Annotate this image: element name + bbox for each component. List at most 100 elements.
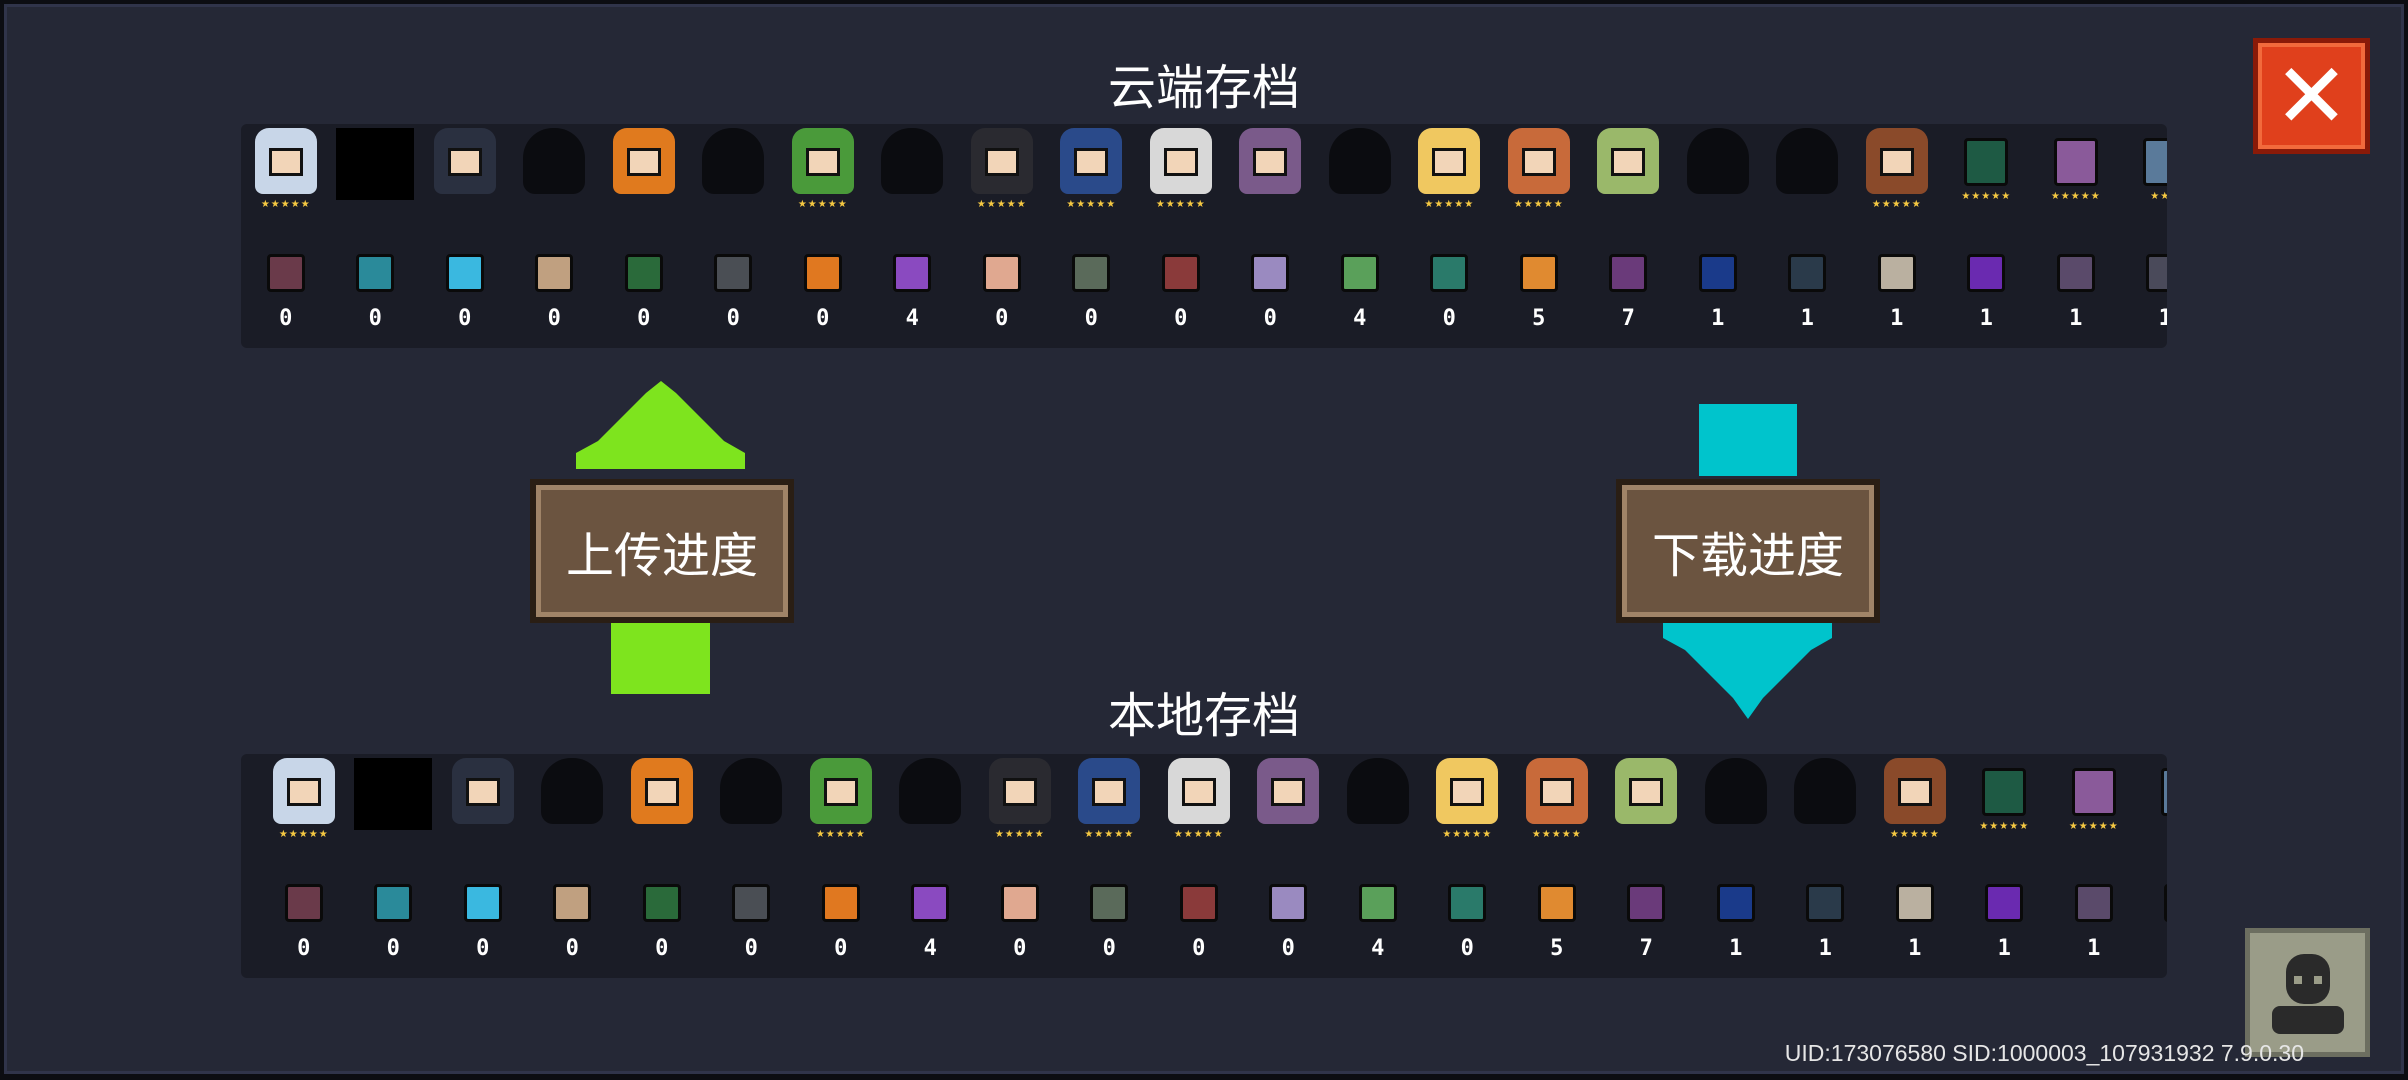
item-count: 1	[2158, 306, 2167, 331]
item-slot: 1	[1942, 254, 2032, 331]
character-slot	[1315, 128, 1405, 218]
item-count: 1	[2087, 936, 2101, 961]
character-slot	[689, 128, 779, 218]
character-face	[1271, 778, 1306, 806]
character-face	[644, 778, 679, 806]
item-icon	[1179, 884, 1218, 922]
star-rating: ★★★★★	[278, 829, 329, 840]
item-icon	[1519, 254, 1558, 292]
item-count: 1	[2069, 306, 2083, 331]
close-button[interactable]: ✕	[2253, 38, 2370, 154]
item-count: 0	[565, 936, 579, 961]
item-icon	[535, 254, 574, 292]
character-portrait	[1060, 128, 1123, 194]
character-face	[447, 148, 482, 176]
character-slot: ★★★★★	[1960, 758, 2050, 848]
character-face	[805, 148, 840, 176]
character-portrait	[881, 128, 944, 194]
item-icon	[1895, 884, 1934, 922]
character-portrait	[541, 758, 604, 824]
character-slot: ★★★	[2139, 758, 2167, 848]
uid-sid-version-text: UID:173076580 SID:1000003_107931932 7.9.…	[1784, 1040, 2304, 1066]
character-portrait	[1078, 758, 1141, 824]
item-icon	[553, 884, 592, 922]
item-slot: 0	[617, 884, 707, 961]
star-rating: ★★★★★	[1889, 829, 1940, 840]
character-portrait	[254, 128, 317, 194]
item-icon	[1269, 884, 1308, 922]
item-icon	[1537, 884, 1576, 922]
item-icon	[2056, 254, 2095, 292]
item-icon	[1788, 254, 1827, 292]
item-slot: 1	[2031, 254, 2121, 331]
item-slot: 0	[1226, 254, 1316, 331]
item-icon	[2053, 138, 2098, 186]
character-slot: ★★★★★	[1405, 128, 1495, 218]
character-portrait	[336, 128, 415, 200]
item-icon	[1806, 884, 1845, 922]
character-slot: ★★★★★	[1136, 128, 1226, 218]
item-icon	[1430, 254, 1469, 292]
character-slot: ★★★★★	[796, 758, 886, 848]
character-portrait	[1149, 128, 1212, 194]
download-progress-button[interactable]: 下载进度	[1616, 479, 1880, 623]
character-portrait	[1436, 758, 1499, 824]
character-slot: ★★★★★	[1512, 758, 1602, 848]
item-slot: 1	[2121, 254, 2167, 331]
character-face	[626, 148, 661, 176]
character-face	[1092, 778, 1127, 806]
character-slot	[617, 758, 707, 848]
character-face	[465, 778, 500, 806]
star-rating: ★★★	[2150, 191, 2167, 202]
character-slot: ★★★★★	[1852, 128, 1942, 218]
character-portrait	[1865, 128, 1928, 194]
item-count: 1	[1908, 936, 1922, 961]
character-face	[984, 148, 1019, 176]
item-slot: 1	[1763, 254, 1853, 331]
item-slot: 0	[349, 884, 439, 961]
item-icon	[2074, 884, 2113, 922]
character-portrait	[791, 128, 854, 194]
item-icon	[1000, 884, 1039, 922]
download-arrow-icon	[1663, 404, 1832, 719]
item-slot: 4	[868, 254, 958, 331]
item-slot: 0	[1154, 884, 1244, 961]
item-count: 4	[1371, 936, 1385, 961]
item-icon	[1967, 254, 2006, 292]
star-rating: ★★★★★	[1173, 829, 1224, 840]
character-slot	[1691, 758, 1781, 848]
upload-progress-button[interactable]: 上传进度	[530, 479, 794, 623]
item-slot: 0	[1405, 254, 1495, 331]
character-portrait	[612, 128, 675, 194]
item-slot: 1	[1673, 254, 1763, 331]
item-slot: 0	[420, 254, 510, 331]
item-slot: 7	[1602, 884, 1692, 961]
account-avatar-button[interactable]	[2245, 928, 2370, 1057]
character-portrait	[970, 128, 1033, 194]
item-count: 0	[655, 936, 669, 961]
item-slot: 0	[1047, 254, 1137, 331]
item-count: 5	[1532, 306, 1546, 331]
item-slot: 1	[1691, 884, 1781, 961]
character-slot	[1673, 128, 1763, 218]
character-slot: ★★★★★	[241, 128, 331, 218]
star-rating: ★★★★★	[1871, 199, 1922, 210]
item-count: 7	[1621, 306, 1635, 331]
item-icon	[642, 884, 681, 922]
item-count: 4	[1353, 306, 1367, 331]
upload-arrow-icon	[576, 381, 745, 694]
item-slot: 0	[707, 884, 797, 961]
character-portrait	[1346, 758, 1409, 824]
star-rating: ★★★★★	[2068, 821, 2119, 832]
cloud-save-title: 云端存档	[1107, 60, 1300, 116]
character-slot: ★★★★★	[259, 758, 349, 848]
star-rating: ★★★★★	[1961, 191, 2012, 202]
item-count: 0	[816, 306, 830, 331]
character-portrait	[720, 758, 783, 824]
character-portrait	[272, 758, 335, 824]
item-count: 1	[1890, 306, 1904, 331]
item-icon	[1698, 254, 1737, 292]
item-slot: 0	[778, 254, 868, 331]
character-slot	[1333, 758, 1423, 848]
item-icon	[1609, 254, 1648, 292]
